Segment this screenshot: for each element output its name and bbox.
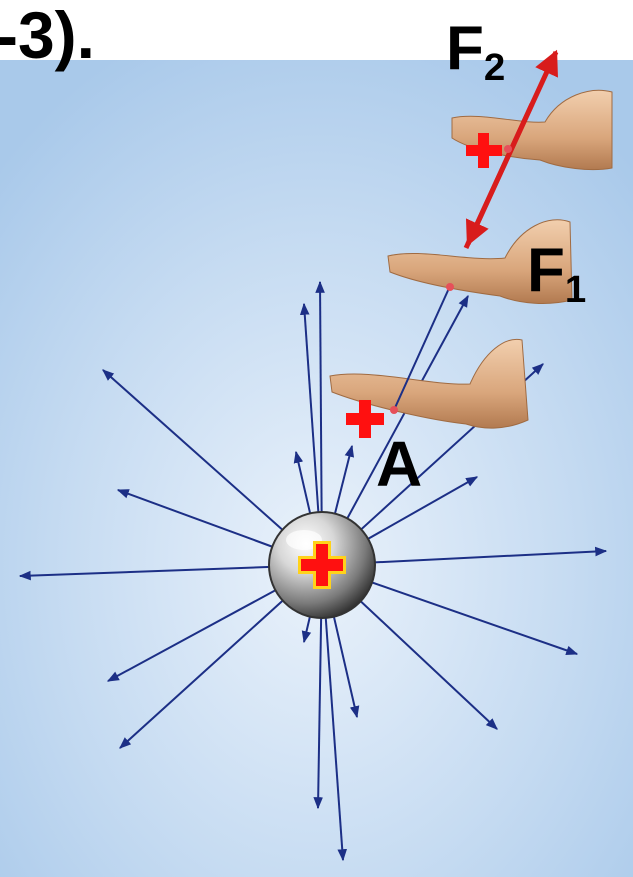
- background-panel: [0, 60, 633, 877]
- force-label-f2: F2: [446, 18, 505, 87]
- force-label-letter: F: [527, 236, 565, 305]
- force-label-subscript: 2: [484, 46, 505, 89]
- test-charge-dot: [504, 145, 512, 153]
- positive-charge-sphere-icon: [269, 512, 375, 618]
- caption-fragment: -3).: [0, 2, 95, 68]
- force-label-letter: F: [446, 14, 484, 83]
- point-label-a: A: [376, 432, 422, 496]
- test-charge-dot: [390, 406, 398, 414]
- test-charge-dot: [446, 283, 454, 291]
- force-label-subscript: 1: [565, 268, 586, 311]
- force-label-f1: F1: [527, 240, 586, 309]
